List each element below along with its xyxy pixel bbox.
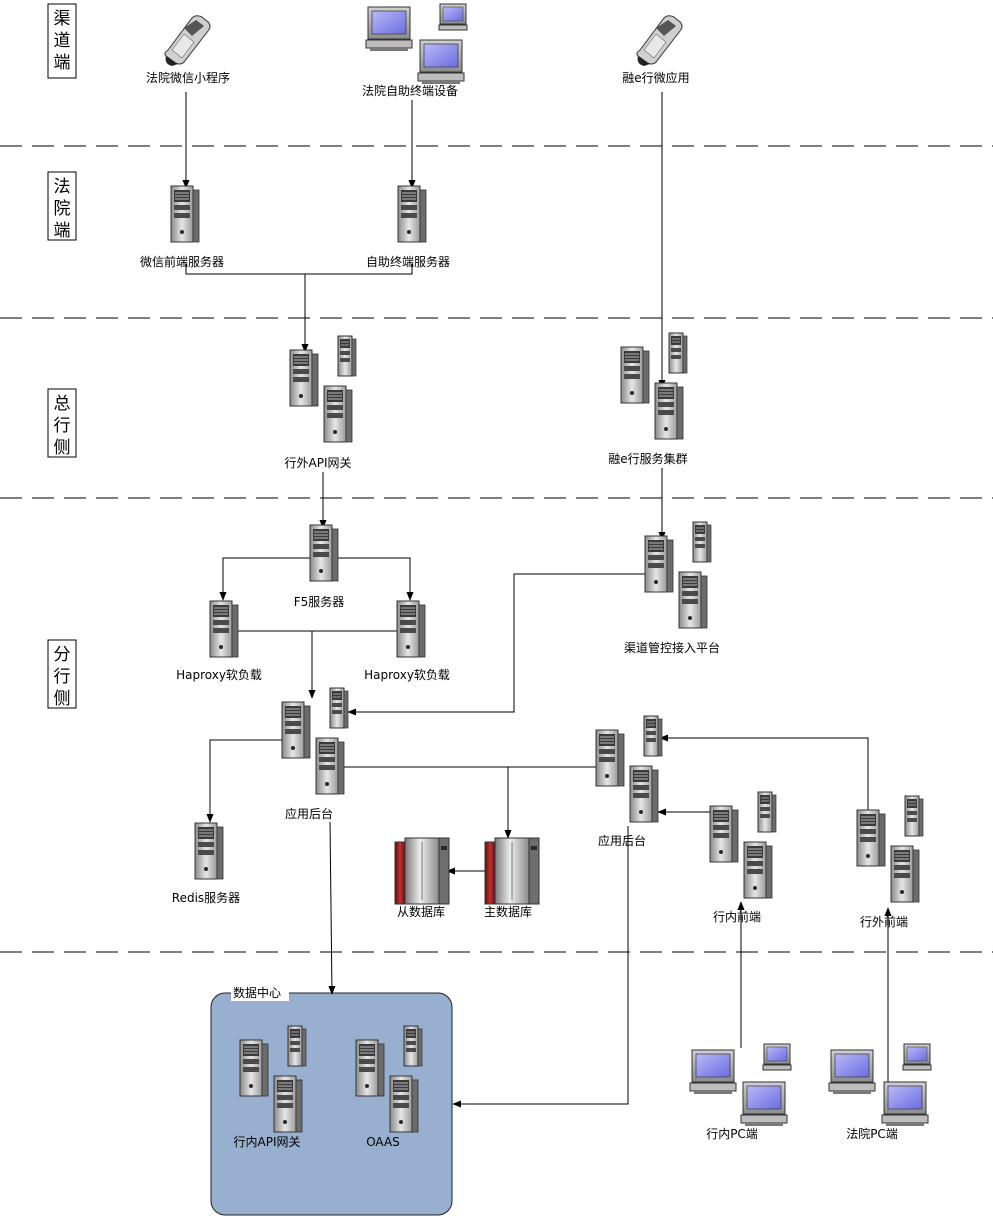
zone-channel-label: 渠道端	[54, 9, 71, 73]
ext-api-gw-cluster-icon	[290, 336, 356, 442]
label-court-pc: 法院PC端	[846, 1127, 898, 1141]
devices	[164, 3, 932, 1132]
inner-pc-group	[689, 1043, 792, 1127]
zone-court: 法院端	[47, 171, 77, 241]
zone-branch-label: 分行侧	[54, 645, 71, 709]
label-haproxy-left: Haproxy软负载	[176, 668, 262, 682]
master-db-icon	[484, 837, 540, 905]
inner-pc-icon	[740, 1081, 788, 1127]
label-inner-pc: 行内PC端	[706, 1127, 758, 1141]
label-outer-front: 行外前端	[860, 914, 908, 929]
edge-backend-to-datacenter	[328, 821, 336, 995]
edge-f5-to-haproxy-right	[336, 557, 414, 601]
channel-ctrl-cluster-icon	[645, 522, 711, 628]
wechat-server-icon	[170, 185, 200, 243]
data-center-title: 数据中心	[233, 985, 281, 1000]
data-center: 数据中心	[210, 985, 453, 1216]
slave-db-icon	[394, 837, 450, 905]
court-pc-icon	[881, 1081, 929, 1127]
label-haproxy-right: Haproxy软负载	[364, 668, 450, 682]
terminal-pc-icon	[365, 6, 413, 52]
label-channel-ctrl: 渠道管控接入平台	[624, 640, 720, 655]
haproxy-left-server-icon	[209, 600, 239, 658]
zone-labels: 渠道端 法院端 总行侧 分行侧	[47, 3, 77, 709]
inner-pc-icon	[689, 1049, 737, 1095]
outer-front-cluster-icon	[857, 796, 923, 902]
edge-backend-right-to-datacenter	[452, 826, 629, 1108]
court-pc-small-icon	[902, 1043, 932, 1071]
zone-hq-label: 总行侧	[54, 394, 71, 458]
zone-channel: 渠道端	[47, 3, 77, 79]
terminal-pc-icon	[417, 39, 465, 85]
inner-front-cluster-icon	[710, 792, 776, 898]
court-pc-group	[828, 1043, 932, 1127]
label-app-backend-right: 应用后台	[598, 833, 646, 848]
label-rongeh-cluster: 融e行服务集群	[608, 451, 687, 466]
node-labels: 法院微信小程序 法院自助终端设备 融e行微应用 微信前端服务器 自助终端服务器 …	[140, 70, 908, 1149]
zone-separators	[0, 145, 993, 953]
label-f5: F5服务器	[294, 594, 345, 609]
edge-f5-to-haproxy-left	[219, 557, 310, 601]
rongeh-phone-icon	[636, 15, 683, 67]
label-wechat-mini: 法院微信小程序	[146, 70, 230, 85]
haproxy-right-server-icon	[396, 600, 426, 658]
inner-pc-small-icon	[762, 1043, 792, 1071]
f5-server-icon	[309, 524, 339, 582]
app-backend-left-cluster-icon	[282, 688, 348, 794]
label-wechat-server: 微信前端服务器	[140, 254, 224, 269]
wechat-mini-phone-icon	[164, 15, 211, 67]
zone-branch: 分行侧	[47, 639, 77, 709]
edge-channel-ctrl-to-backend	[347, 573, 645, 716]
data-center-title-bg	[231, 985, 289, 1001]
self-terminal-pcs	[365, 3, 468, 85]
self-server-icon	[397, 185, 427, 243]
label-redis: Redis服务器	[172, 890, 240, 905]
edge-outer-front-to-backend	[659, 734, 869, 820]
edge-court-servers-join	[185, 264, 413, 275]
rongeh-cluster-icon	[621, 333, 687, 439]
zone-court-label: 法院端	[54, 177, 71, 241]
label-oaas: OAAS	[366, 1135, 400, 1149]
label-self-server: 自助终端服务器	[366, 254, 450, 269]
label-inner-api-gw: 行内API网关	[234, 1135, 301, 1149]
redis-server-icon	[194, 822, 224, 880]
label-self-terminal: 法院自助终端设备	[362, 83, 458, 98]
label-slave-db: 从数据库	[397, 904, 445, 919]
label-master-db: 主数据库	[484, 904, 532, 919]
label-rongeh-app: 融e行微应用	[622, 70, 689, 85]
label-app-backend-left: 应用后台	[285, 806, 333, 821]
label-inner-front: 行内前端	[713, 909, 761, 924]
app-backend-right-cluster-icon	[596, 716, 662, 822]
zone-hq: 总行侧	[47, 388, 77, 458]
terminal-pc-small-icon	[438, 3, 468, 31]
edges	[182, 92, 892, 1108]
court-pc-icon	[828, 1049, 876, 1095]
label-ext-api-gw: 行外API网关	[285, 456, 352, 470]
edge-backend-to-redis	[206, 739, 282, 823]
